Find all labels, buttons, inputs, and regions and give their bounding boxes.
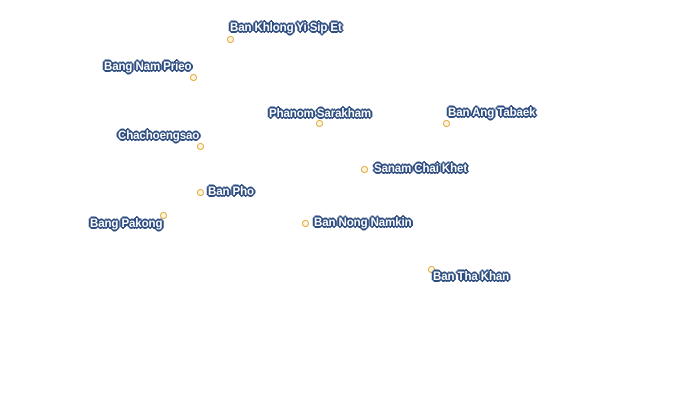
place-marker-icon[interactable] xyxy=(442,119,450,127)
place-marker-icon[interactable] xyxy=(301,219,309,227)
place-marker-icon[interactable] xyxy=(159,211,167,219)
place-marker-icon[interactable] xyxy=(196,188,204,196)
place-label: Ban Pho xyxy=(208,186,254,198)
place-marker-icon[interactable] xyxy=(189,73,197,81)
place-label: Ban Tha Khan xyxy=(433,271,510,283)
place-label: Bang Pakong xyxy=(90,218,163,230)
place-marker-icon[interactable] xyxy=(360,165,368,173)
place-label: Ban Nong Namkin xyxy=(314,217,412,229)
place-marker-icon[interactable] xyxy=(226,35,234,43)
place-marker-icon[interactable] xyxy=(315,119,323,127)
place-label: Chachoengsao xyxy=(118,130,200,142)
place-marker-icon[interactable] xyxy=(196,142,204,150)
place-label: Bang Nam Prieo xyxy=(104,61,192,73)
place-label: Ban Ang Tabaek xyxy=(448,107,536,119)
place-label: Ban Khlong Yi Sip Et xyxy=(230,22,342,34)
place-label: Sanam Chai Khet xyxy=(374,163,468,175)
place-marker-icon[interactable] xyxy=(427,265,435,273)
place-label: Phanom Sarakham xyxy=(269,108,372,120)
